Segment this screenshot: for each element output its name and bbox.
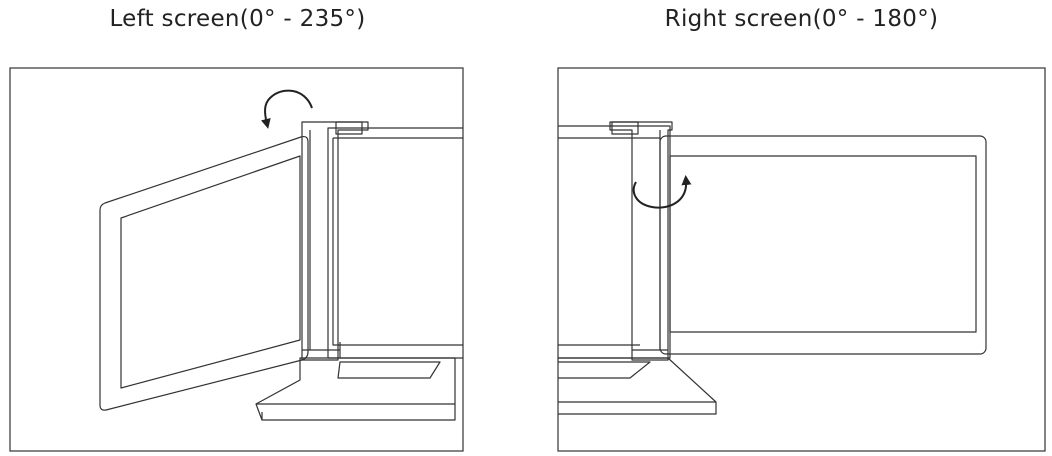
left-screen-title: Left screen(0° - 235°) — [109, 6, 366, 32]
left-hinge-bracket — [301, 121, 369, 361]
right-laptop-base — [558, 357, 717, 415]
right-monitor — [659, 135, 987, 355]
left-monitor-panel — [120, 155, 301, 389]
right-panel-frame — [557, 67, 1046, 452]
left-laptop-base — [255, 357, 456, 421]
right-rotation-arrow — [632, 175, 692, 209]
left-rotation-arrow — [260, 89, 313, 129]
left-laptop-screen — [327, 127, 463, 359]
right-monitor-panel — [669, 155, 977, 333]
left-panel — [9, 67, 464, 452]
left-panel-frame — [9, 67, 464, 452]
right-panel — [557, 67, 1046, 452]
left-monitor — [99, 135, 309, 411]
left-trackpad — [337, 361, 441, 379]
right-laptop-screen — [558, 125, 671, 359]
right-screen-title: Right screen(0° - 180°) — [664, 6, 939, 32]
right-hinge-bracket — [609, 121, 673, 361]
right-trackpad — [558, 361, 651, 379]
